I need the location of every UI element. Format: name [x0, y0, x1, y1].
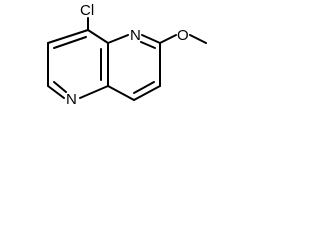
- bond-c6-n5-double: [53, 81, 67, 93]
- atom-label-cl: Cl: [80, 2, 94, 19]
- bond-o-ch3: [189, 34, 207, 44]
- bond-c8-c7: [47, 29, 89, 44]
- bond-n1-c2: [141, 34, 161, 44]
- bond-c4-c4a: [107, 85, 135, 101]
- bond-c6-n5: [47, 85, 65, 99]
- bond-c3-c4: [133, 85, 161, 101]
- bond-c8a-n1: [107, 34, 129, 44]
- bond-c2-o: [159, 34, 177, 44]
- bond-c8-c7-double: [53, 36, 87, 49]
- bond-n5-c4a: [79, 85, 109, 99]
- bond-c3-c4-double: [133, 81, 155, 94]
- atom-label-n-top: N: [130, 27, 141, 44]
- atom-label-o: O: [177, 27, 189, 44]
- bond-c8-c8a: [87, 29, 109, 44]
- molecule-diagram: Cl N N O: [0, 0, 216, 138]
- bond-n1-c2-double: [140, 41, 156, 49]
- atom-label-n-bottom: N: [66, 91, 77, 108]
- structure-svg: Cl N N O: [47, 2, 207, 108]
